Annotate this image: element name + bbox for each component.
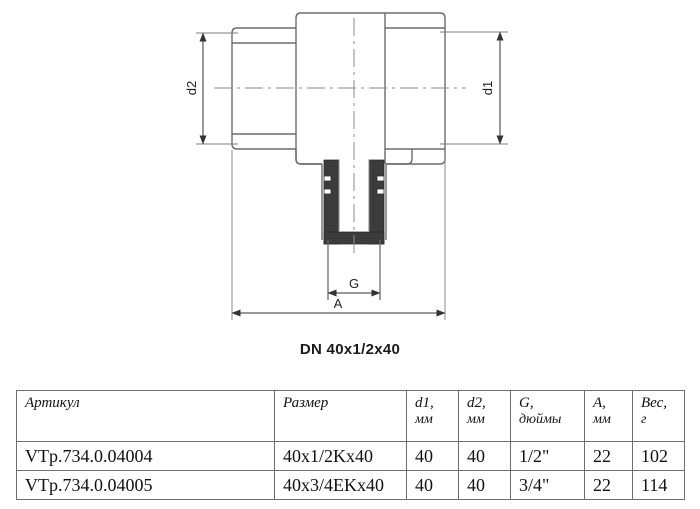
dimension-label-d2: d2	[184, 81, 199, 95]
column-header-d1-unit: мм	[415, 411, 433, 427]
branch-outlet	[295, 149, 413, 300]
dimension-label-a: A	[334, 296, 343, 311]
table-row: VTp.734.0.04004 40x1/2Kx40 40 40 1/2" 22…	[16, 441, 685, 471]
cell-size: 40x1/2Kx40	[274, 441, 407, 471]
cell-d1: 40	[406, 470, 459, 500]
dimension-a: A	[231, 150, 446, 320]
column-header-d2-unit: мм	[467, 411, 485, 427]
specification-table: Артикул Размер d1, мм d2, мм G, дюйм	[16, 390, 685, 500]
table-header-row: Артикул Размер d1, мм d2, мм G, дюйм	[16, 390, 685, 442]
cell-a: 22	[584, 470, 633, 500]
cell-d2: 40	[458, 470, 511, 500]
cell-weight: 114	[632, 470, 685, 500]
dimension-g: G	[327, 240, 381, 300]
column-header-article: Артикул	[16, 390, 275, 442]
dimension-label-g: G	[349, 276, 359, 291]
column-header-a: A, мм	[584, 390, 633, 442]
column-header-g-unit: дюймы	[519, 411, 562, 427]
column-header-d2: d2, мм	[458, 390, 511, 442]
column-header-a-unit: мм	[593, 411, 611, 427]
cell-article: VTp.734.0.04005	[16, 470, 275, 500]
column-header-weight-name: Вес,	[641, 395, 668, 411]
cell-a: 22	[584, 441, 633, 471]
dimension-d2: d2	[184, 32, 238, 145]
cell-article: VTp.734.0.04004	[16, 441, 275, 471]
cell-d1: 40	[406, 441, 459, 471]
technical-drawing: d2 d1 G A	[184, 12, 508, 320]
cell-g: 3/4"	[510, 470, 585, 500]
drawing-caption: DN 40x1/2x40	[299, 341, 401, 358]
tee-fitting-drawing-svg: d2 d1 G A	[184, 12, 508, 320]
column-header-a-name: A,	[593, 395, 606, 411]
column-header-size-name: Размер	[283, 395, 329, 411]
threaded-insert-left	[323, 159, 340, 245]
dimension-d1: d1	[440, 31, 508, 145]
column-header-g: G, дюймы	[510, 390, 585, 442]
column-header-article-name: Артикул	[25, 395, 80, 411]
column-header-size: Размер	[274, 390, 407, 442]
cell-weight: 102	[632, 441, 685, 471]
cell-g: 1/2"	[510, 441, 585, 471]
column-header-d1-name: d1,	[415, 395, 434, 411]
center-lines	[214, 18, 466, 258]
specification-table-container: Артикул Размер d1, мм d2, мм G, дюйм	[16, 390, 685, 500]
column-header-weight: Вес, г	[632, 390, 685, 442]
threaded-insert-right	[368, 159, 385, 245]
table-row: VTp.734.0.04005 40x3/4EKx40 40 40 3/4" 2…	[16, 470, 685, 500]
column-header-weight-unit: г	[641, 411, 647, 427]
dimension-label-d1: d1	[480, 81, 495, 95]
column-header-d2-name: d2,	[467, 395, 486, 411]
cell-size: 40x3/4EKx40	[274, 470, 407, 500]
column-header-d1: d1, мм	[406, 390, 459, 442]
column-header-g-name: G,	[519, 395, 534, 411]
cell-d2: 40	[458, 441, 511, 471]
